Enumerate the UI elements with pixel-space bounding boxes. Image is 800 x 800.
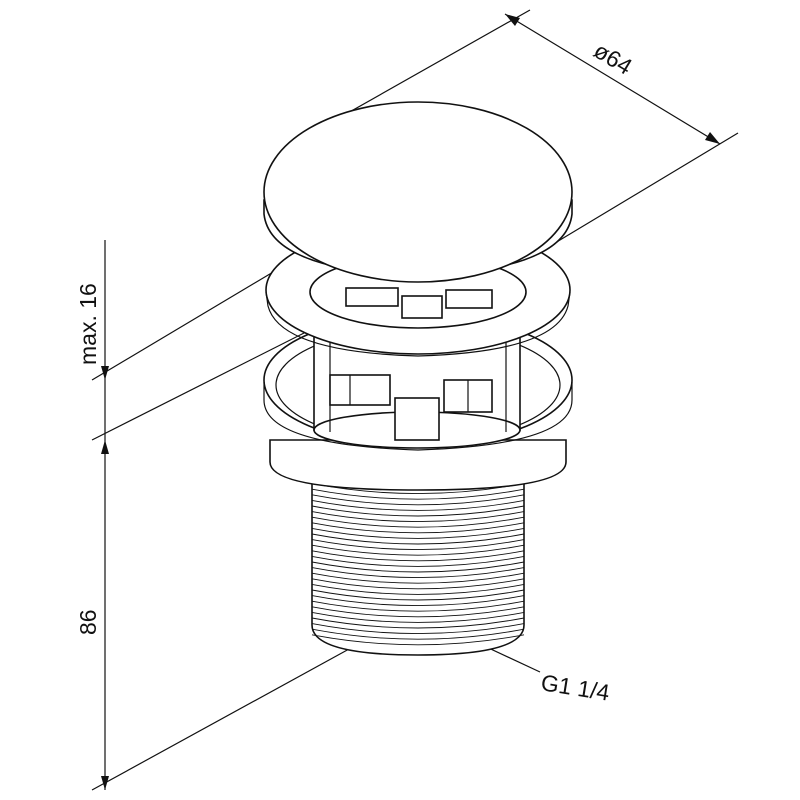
max-height-arrow-top bbox=[101, 366, 109, 380]
upper-wing-right bbox=[445, 289, 493, 309]
diameter-arrow-top bbox=[505, 14, 520, 26]
diameter-arrow-bottom bbox=[705, 132, 720, 144]
thread-ridge bbox=[311, 544, 525, 556]
flange-rim-side bbox=[263, 382, 573, 451]
thread-ridge bbox=[311, 533, 525, 545]
thread-ridge bbox=[311, 522, 525, 534]
thread-ridge bbox=[311, 583, 525, 595]
thread-ridge bbox=[311, 606, 525, 618]
max-height-extension-top bbox=[91, 261, 291, 381]
upper-wing-front bbox=[401, 295, 443, 319]
height-label: 86 bbox=[75, 609, 101, 635]
thread-ridge bbox=[311, 494, 525, 506]
thread-ridge bbox=[311, 561, 525, 573]
thread-ridge bbox=[311, 488, 525, 500]
thread-ridge bbox=[311, 567, 525, 579]
max-height-label: max. 16 bbox=[75, 283, 101, 365]
tube-outline bbox=[311, 469, 525, 656]
upper-ring-side bbox=[265, 291, 571, 357]
thread-ridge bbox=[311, 572, 525, 584]
height-arrow-bottom bbox=[101, 776, 109, 790]
thread-ridge bbox=[311, 516, 525, 528]
thread-ridge bbox=[311, 589, 525, 601]
thread-ridge bbox=[311, 623, 525, 635]
height-dimension: 86 bbox=[75, 440, 361, 791]
threaded-tube bbox=[311, 469, 525, 656]
thread-ridge bbox=[311, 511, 525, 523]
guide-wing-left bbox=[329, 374, 391, 406]
thread-ridge bbox=[311, 505, 525, 517]
height-extension-bottom bbox=[91, 642, 361, 791]
thread-ridge bbox=[311, 611, 525, 623]
thread-ridge bbox=[311, 555, 525, 567]
thread-ridge bbox=[311, 550, 525, 562]
thread-ridge bbox=[311, 595, 525, 607]
thread-ridge bbox=[311, 483, 525, 495]
guide-wing-front bbox=[394, 397, 440, 441]
thread-ridge bbox=[311, 539, 525, 551]
thread-ridge bbox=[311, 617, 525, 629]
max-height-extension-bottom bbox=[91, 329, 311, 441]
thread-ridge bbox=[311, 578, 525, 590]
max-height-dimension: max. 16 bbox=[75, 240, 311, 454]
thread-ridge bbox=[311, 600, 525, 612]
diameter-extension-right bbox=[539, 132, 739, 253]
diameter-dimension-line bbox=[504, 13, 721, 145]
thread-ridge bbox=[311, 527, 525, 539]
thread-leader: G1 1/4 bbox=[479, 643, 612, 706]
thread-label: G1 1/4 bbox=[539, 669, 611, 706]
thread-ridge bbox=[311, 499, 525, 511]
drain-cap bbox=[263, 101, 573, 283]
thread-ridge bbox=[311, 628, 525, 640]
thread-ridge bbox=[311, 634, 525, 646]
upper-wing-left bbox=[345, 287, 399, 307]
flange-collar bbox=[269, 439, 567, 491]
cap-top bbox=[263, 101, 573, 283]
diameter-label: ø64 bbox=[589, 37, 637, 80]
